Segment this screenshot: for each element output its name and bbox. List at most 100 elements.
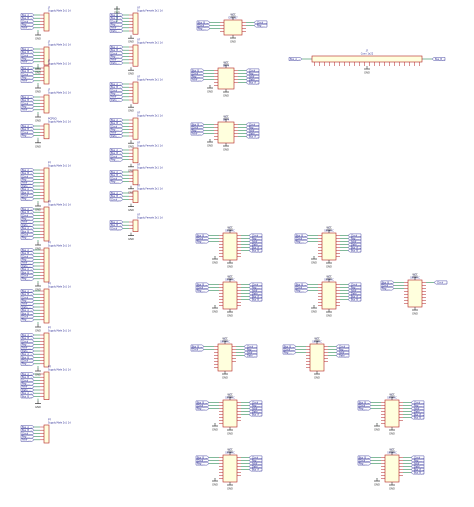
component-ref: PCPSO (48, 117, 57, 121)
ground-symbol: GND (35, 242, 41, 251)
net-label-flag (243, 350, 258, 355)
net-label-flag (248, 245, 263, 250)
net-label-flag (380, 286, 395, 291)
net-label-flag (195, 458, 210, 463)
net-label-text: Bus_A_... (111, 14, 122, 17)
component-value: Supply Male 2x1 1d (48, 330, 71, 333)
connector-body (43, 206, 50, 242)
net-label-text: Addr_... (111, 132, 120, 135)
net-label: Bus_A_... (347, 294, 362, 298)
net-label: Bus_A_... (20, 13, 35, 17)
net-label-flag (20, 261, 35, 265)
connector-conn_10d: P?Supply Male 2x1 1d (40, 282, 71, 324)
net-label-text: Reg_... (252, 237, 260, 240)
net-label: Addr_... (20, 261, 35, 265)
net-label-text: Reg_... (192, 129, 200, 132)
net-label: Bus_B_... (20, 127, 35, 131)
component-value: Supply Female 2x1 1d (137, 115, 163, 118)
net-label-flag (109, 58, 124, 62)
net-label-text: Data_... (22, 265, 31, 268)
connector-body (43, 46, 50, 66)
net-label-flag (20, 289, 35, 293)
net-label-text: Bus_B_... (192, 123, 203, 126)
ground-symbol: GND (227, 309, 233, 318)
ic-body (222, 232, 238, 261)
net-label-text: Bus_B_... (351, 249, 362, 252)
net-label-flag (20, 190, 35, 195)
net-label-text: Bus_A_... (22, 169, 33, 172)
component-ref: P? (48, 418, 52, 422)
net-label: Clock_... (195, 458, 210, 463)
net-label-text: Clock_... (22, 54, 32, 57)
net-label-text: Bus_B_... (284, 345, 295, 348)
net-label-flag (195, 461, 210, 466)
vcc-symbol: VCC (227, 448, 233, 455)
net-label: Addr_... (243, 350, 258, 355)
net-label-text: Clock_... (111, 89, 121, 92)
net-label: Reg_... (20, 434, 35, 439)
ground-symbol: GND (223, 89, 229, 98)
vcc-label: VCC (227, 448, 233, 452)
net-label-flag (109, 179, 124, 184)
net-label-flag (245, 80, 260, 85)
net-label-text: Clock_... (197, 459, 207, 462)
net-label-flag (410, 406, 425, 411)
net-label: Bus_A_... (248, 245, 263, 250)
net-label-flag (20, 298, 35, 303)
net-label: Clock_... (190, 71, 205, 75)
ground-label: GND (314, 376, 320, 380)
net-label: Clock_... (380, 283, 395, 287)
net-label-text: Bus_B_... (22, 191, 33, 194)
connector-body (43, 288, 50, 324)
net-label-flag (109, 194, 124, 198)
net-label: Addr_... (20, 385, 35, 389)
connector-body (132, 190, 139, 203)
net-label: Data_... (109, 134, 124, 138)
net-label: Addr_... (109, 26, 124, 30)
net-label-text: Reg_... (111, 129, 119, 132)
net-label-text: Clock_... (111, 155, 121, 158)
net-label: Clock_... (357, 403, 372, 407)
net-label-text: Addr_... (192, 132, 201, 135)
net-label: Addr_... (20, 60, 35, 64)
net-label-text: Clock_... (249, 69, 259, 72)
net-label: Reg_... (20, 22, 35, 27)
net-label-text: Bus_B_... (22, 376, 33, 379)
component-ref: U? (137, 111, 141, 115)
net-label-text: Reg_... (22, 300, 30, 303)
ground-symbol: GND (223, 143, 229, 152)
net-label-flag (20, 431, 35, 436)
net-label: Bus_A_... (20, 168, 35, 172)
net-label-flag (109, 154, 124, 159)
net-label-flag (20, 47, 35, 51)
net-label: Bus_B_... (410, 470, 425, 474)
net-label-text: Clock_... (22, 20, 32, 23)
net-label-text: Data_... (414, 465, 423, 468)
net-label-text: Bus_A_... (111, 221, 122, 224)
net-label-text: Reg_... (249, 126, 257, 129)
net-label-flag (248, 412, 263, 417)
net-label-flag (20, 277, 35, 281)
net-label: Clock_... (20, 213, 35, 217)
vcc-label: VCC (314, 337, 320, 341)
ground-label: GND (35, 90, 41, 94)
net-label-text: Reg_... (252, 459, 260, 462)
net-label: Addr_... (190, 77, 205, 81)
net-label-text: Clock_... (22, 131, 32, 134)
net-label: Reg_... (248, 285, 263, 289)
net-label: Bus_A_... (288, 57, 303, 61)
net-label: Reg_... (20, 104, 35, 109)
net-label-text: Data_... (249, 78, 258, 81)
net-label: Addr_... (245, 128, 260, 132)
net-label-text: Reg_... (22, 135, 30, 138)
net-label: Reg_... (20, 298, 35, 303)
net-label-text: Addr_... (351, 289, 360, 292)
ground-label: GND (326, 314, 332, 318)
net-label-text: Addr_... (111, 59, 120, 62)
vcc-label: VCC (389, 448, 395, 452)
net-label-flag (109, 151, 124, 155)
net-label: Clock_... (282, 347, 297, 351)
net-label-flag (20, 184, 35, 188)
net-label-flag (190, 131, 205, 136)
net-label-flag (109, 61, 124, 65)
